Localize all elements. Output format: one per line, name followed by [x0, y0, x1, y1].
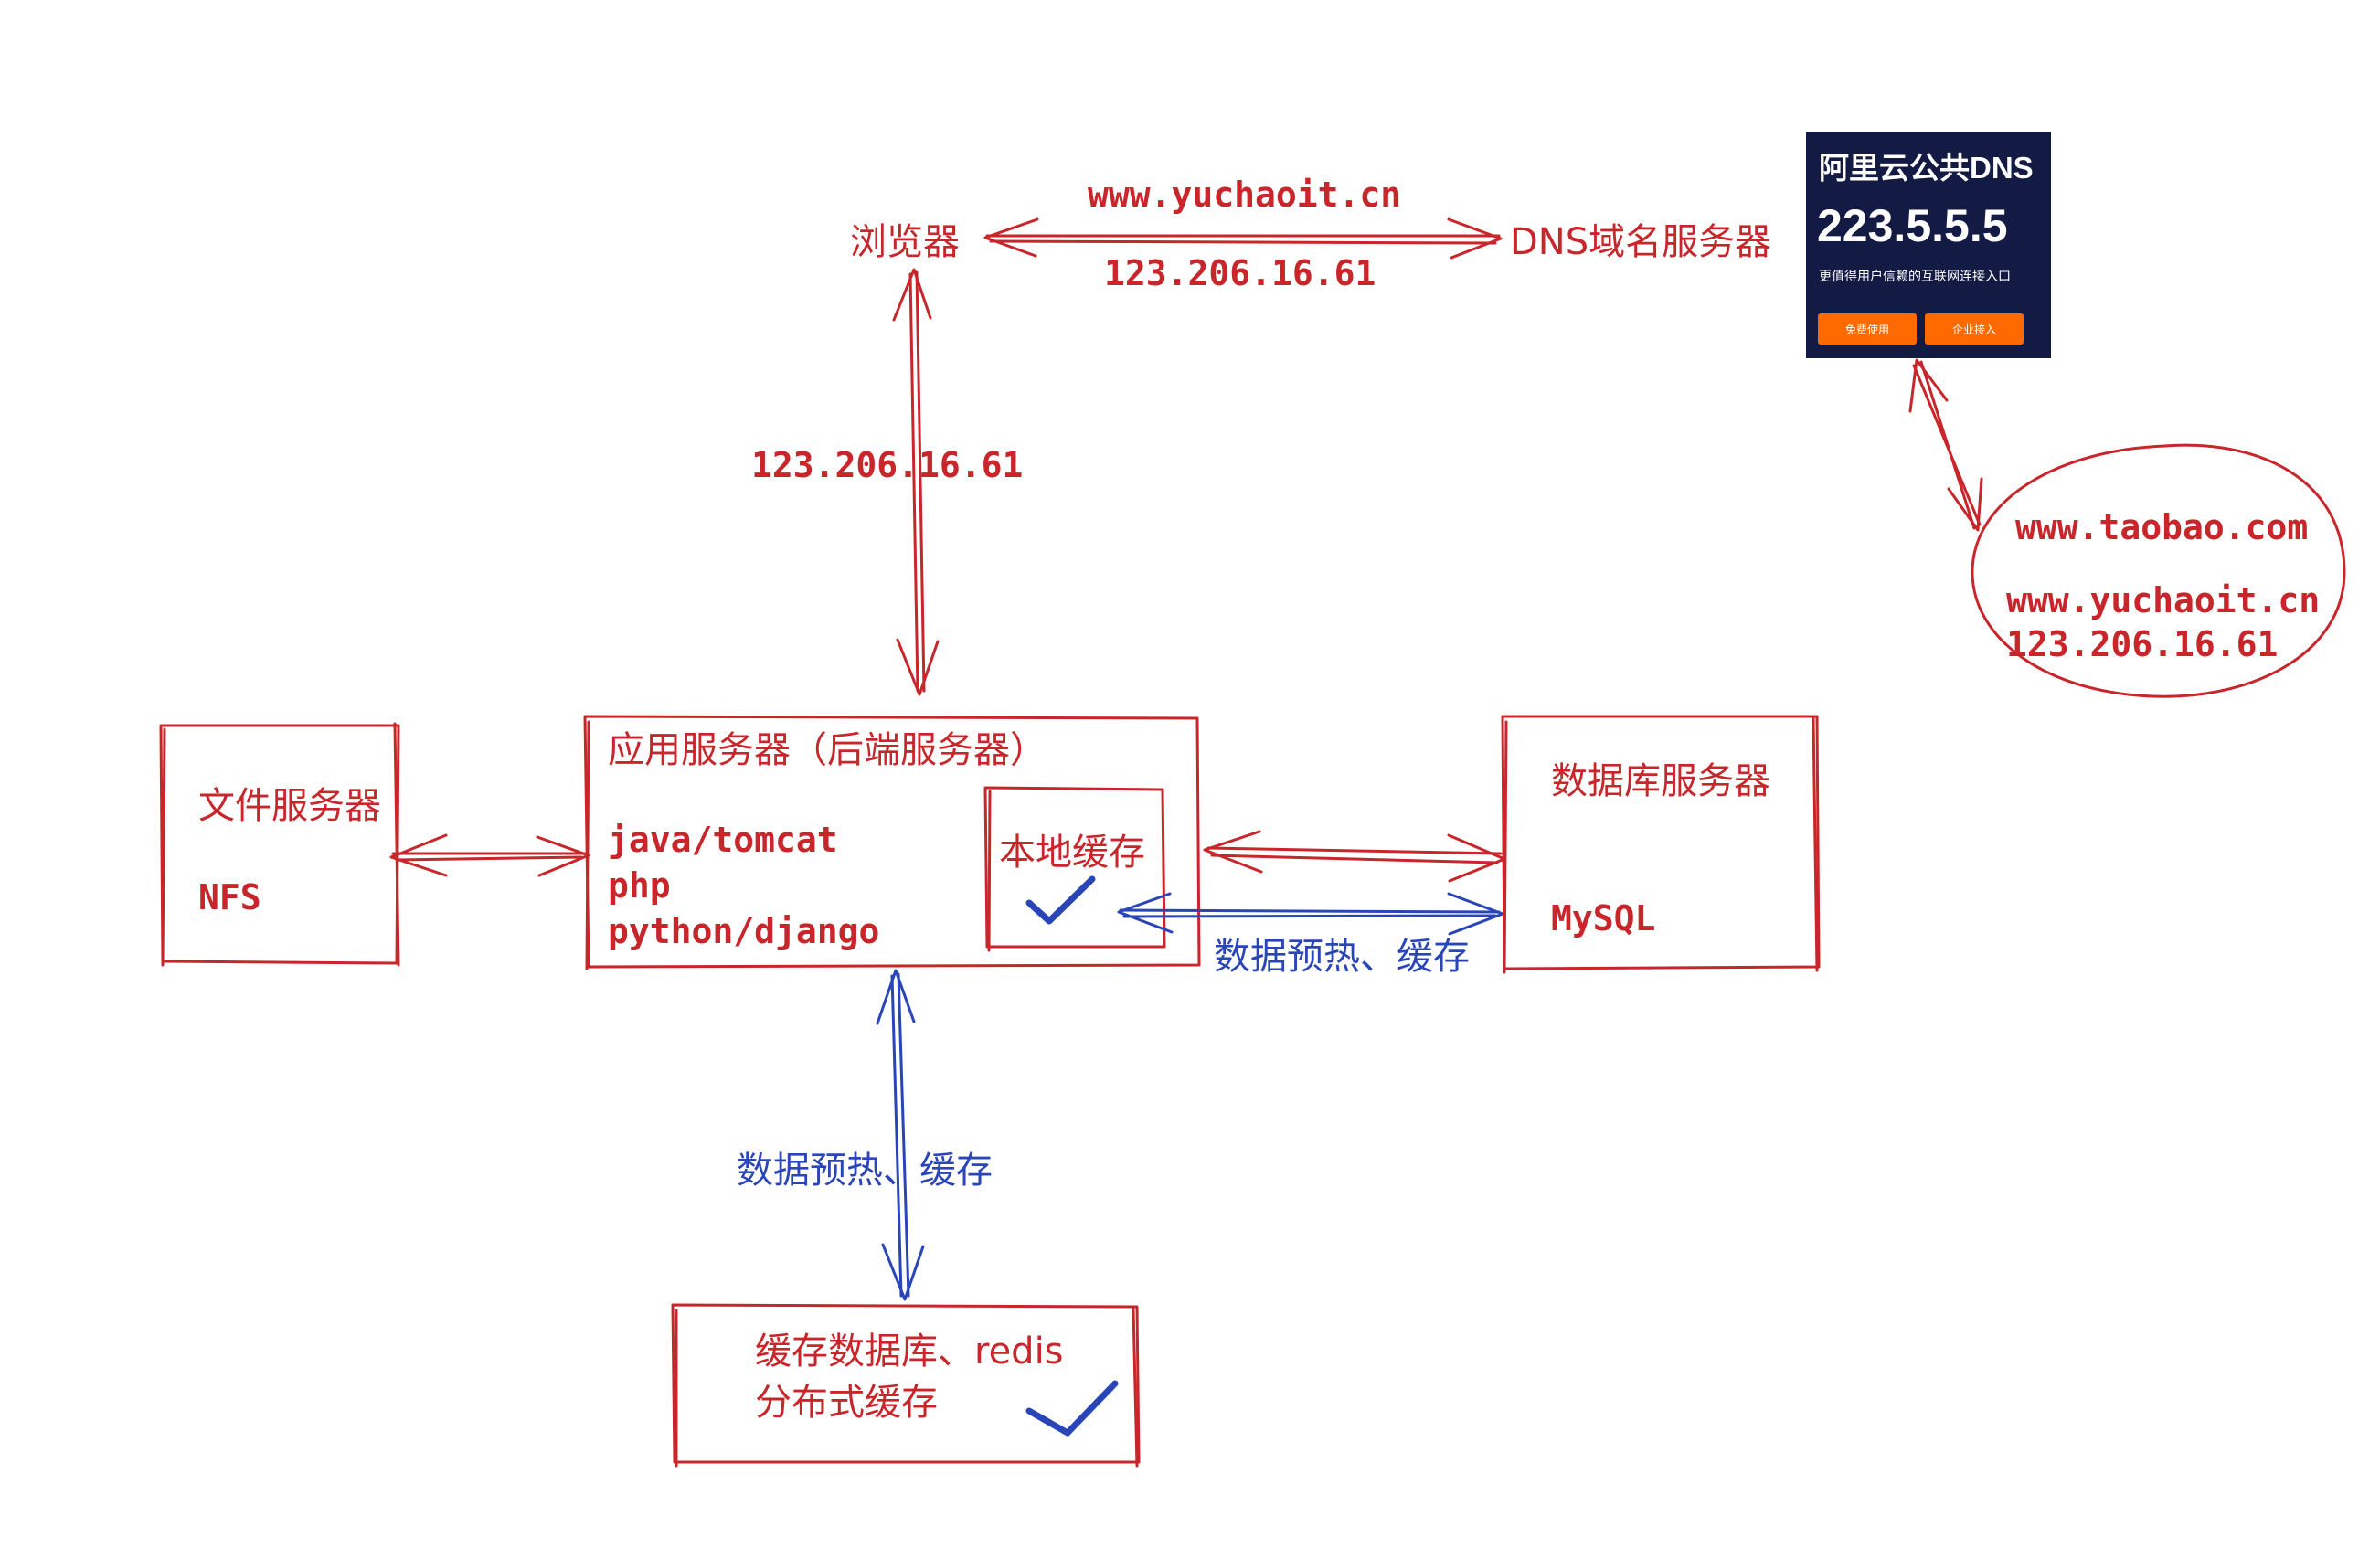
dns-record-yuchaoit: www.yuchaoit.cn: [2006, 580, 2320, 620]
free-use-button-label: 免费使用: [1845, 323, 1889, 336]
app-server-title: 应用服务器（后端服务器）: [608, 729, 1047, 771]
app-db-arrow: [1203, 830, 1506, 883]
dns-response-ip: 123.206.16.61: [1104, 253, 1376, 293]
enterprise-access-button-label: 企业接入: [1952, 323, 1996, 336]
app-server-box: [583, 715, 1201, 970]
free-use-button[interactable]: 免费使用: [1818, 313, 1917, 345]
aliyun-dns-ip: 223.5.5.5: [1817, 200, 2008, 251]
redis-warmup-label: 数据预热、缓存: [737, 1150, 993, 1192]
db-warmup-label: 数据预热、缓存: [1214, 936, 1470, 978]
app-stack-java: java/tomcat: [608, 820, 838, 860]
db-server-box: [1501, 715, 1821, 974]
dns-records-ellipse: [1971, 443, 2346, 698]
cache-db-box: [671, 1303, 1141, 1468]
aliyun-dns-subtitle: 更值得用户信赖的互联网连接入口: [1819, 269, 2011, 283]
browser-app-arrow: [892, 268, 940, 696]
file-server-title: 文件服务器: [198, 785, 381, 827]
dns-record-ip: 123.206.16.61: [2006, 624, 2278, 664]
cache-db-line1: 缓存数据库、redis: [755, 1331, 1064, 1373]
db-server-subtitle: MySQL: [1551, 898, 1655, 938]
dns-record-taobao: www.taobao.com: [2015, 507, 2308, 547]
aliyun-dns-title: 阿里云公共DNS: [1819, 151, 2034, 185]
dns-server-label: DNS域名服务器: [1510, 221, 1771, 263]
cache-db-check-icon: [1025, 1380, 1119, 1437]
app-stack-php: php: [608, 865, 671, 906]
dns-card-records-arrow: [1908, 358, 1983, 532]
app-stack-python: python/django: [608, 911, 879, 951]
cache-db-warmup-arrow: [1117, 892, 1504, 936]
browser-label: 浏览器: [850, 221, 960, 263]
local-cache-box: [983, 786, 1166, 952]
db-server-title: 数据库服务器: [1551, 760, 1770, 802]
app-redis-arrow: [876, 969, 925, 1301]
aliyun-dns-card: 阿里云公共DNS 223.5.5.5 更值得用户信赖的互联网连接入口 免费使用 …: [1806, 132, 2051, 358]
cache-db-line2: 分布式缓存: [755, 1382, 938, 1424]
file-app-arrow: [389, 833, 590, 877]
browser-app-ip: 123.206.16.61: [751, 445, 1023, 485]
file-server-subtitle: NFS: [198, 877, 261, 917]
file-server-box: [159, 722, 400, 967]
enterprise-access-button[interactable]: 企业接入: [1925, 313, 2024, 345]
local-cache-check-icon: [1025, 875, 1096, 925]
local-cache-label: 本地缓存: [999, 832, 1145, 874]
browser-dns-arrow: [983, 217, 1503, 260]
dns-query-domain: www.yuchaoit.cn: [1088, 175, 1401, 215]
